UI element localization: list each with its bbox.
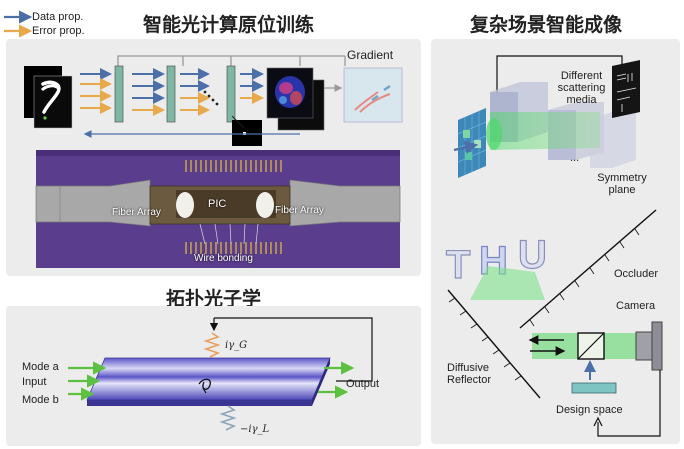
green-beam (490, 112, 600, 150)
legend-error-label: Error prop. (32, 25, 85, 37)
gradient-loop (117, 55, 301, 66)
fiber-array-right (289, 179, 401, 227)
gain-label: iγ_G (225, 340, 248, 351)
training-title: 智能光计算原位训练 (143, 15, 315, 36)
fiber-array-left-label: Fiber Array (112, 207, 161, 218)
gradient-label: Gradient (347, 48, 394, 62)
loss-label: −iγ_L (240, 424, 270, 435)
slm-grid (457, 108, 487, 178)
camera-label: Camera (616, 300, 656, 312)
svg-text:U: U (518, 233, 547, 277)
camera-loop (597, 370, 661, 437)
diffusive-reflector (447, 289, 541, 399)
symmetry-plane-label: Symmetry plane (597, 172, 647, 196)
output-image (232, 120, 262, 146)
fiber-array-left (35, 179, 151, 227)
occluder-label: Occluder (614, 268, 659, 280)
mode-a-label: Mode a (22, 361, 59, 373)
wire-bonding-label: Wire bonding (194, 253, 253, 264)
dots-label: ... (570, 152, 580, 164)
media-loop (496, 55, 623, 96)
feedback-loop (214, 317, 373, 382)
fiber-array-right-label: Fiber Array (275, 205, 324, 216)
scattering-media-label: Different scattering media (557, 70, 606, 106)
topology-title: 拓扑光子学 (166, 289, 262, 310)
nn-layer-2 (166, 65, 176, 123)
mode-b-label: Mode b (22, 394, 59, 406)
gain-element (203, 332, 221, 358)
imaging-title: 复杂场景智能成像 (470, 15, 623, 36)
diffusive-reflector-label: Diffusive Reflector (447, 362, 492, 386)
forward-arrows (80, 68, 264, 116)
loss-element (219, 405, 237, 431)
svg-text:T: T (446, 243, 470, 287)
pic-label: PIC (208, 198, 227, 210)
nn-layer-3 (226, 65, 236, 123)
camera-body (635, 331, 653, 361)
nn-layer-1 (114, 65, 124, 123)
legend-data-label: Data prop. (32, 11, 84, 23)
output-label: Output (346, 378, 380, 390)
design-space-label: Design space (556, 404, 623, 416)
design-space (571, 382, 617, 394)
occluder (519, 209, 657, 329)
input-label: Input (22, 376, 47, 388)
reflected-rays (470, 266, 545, 300)
thu-letters: T H U (445, 232, 547, 287)
resolution-target (612, 60, 640, 118)
